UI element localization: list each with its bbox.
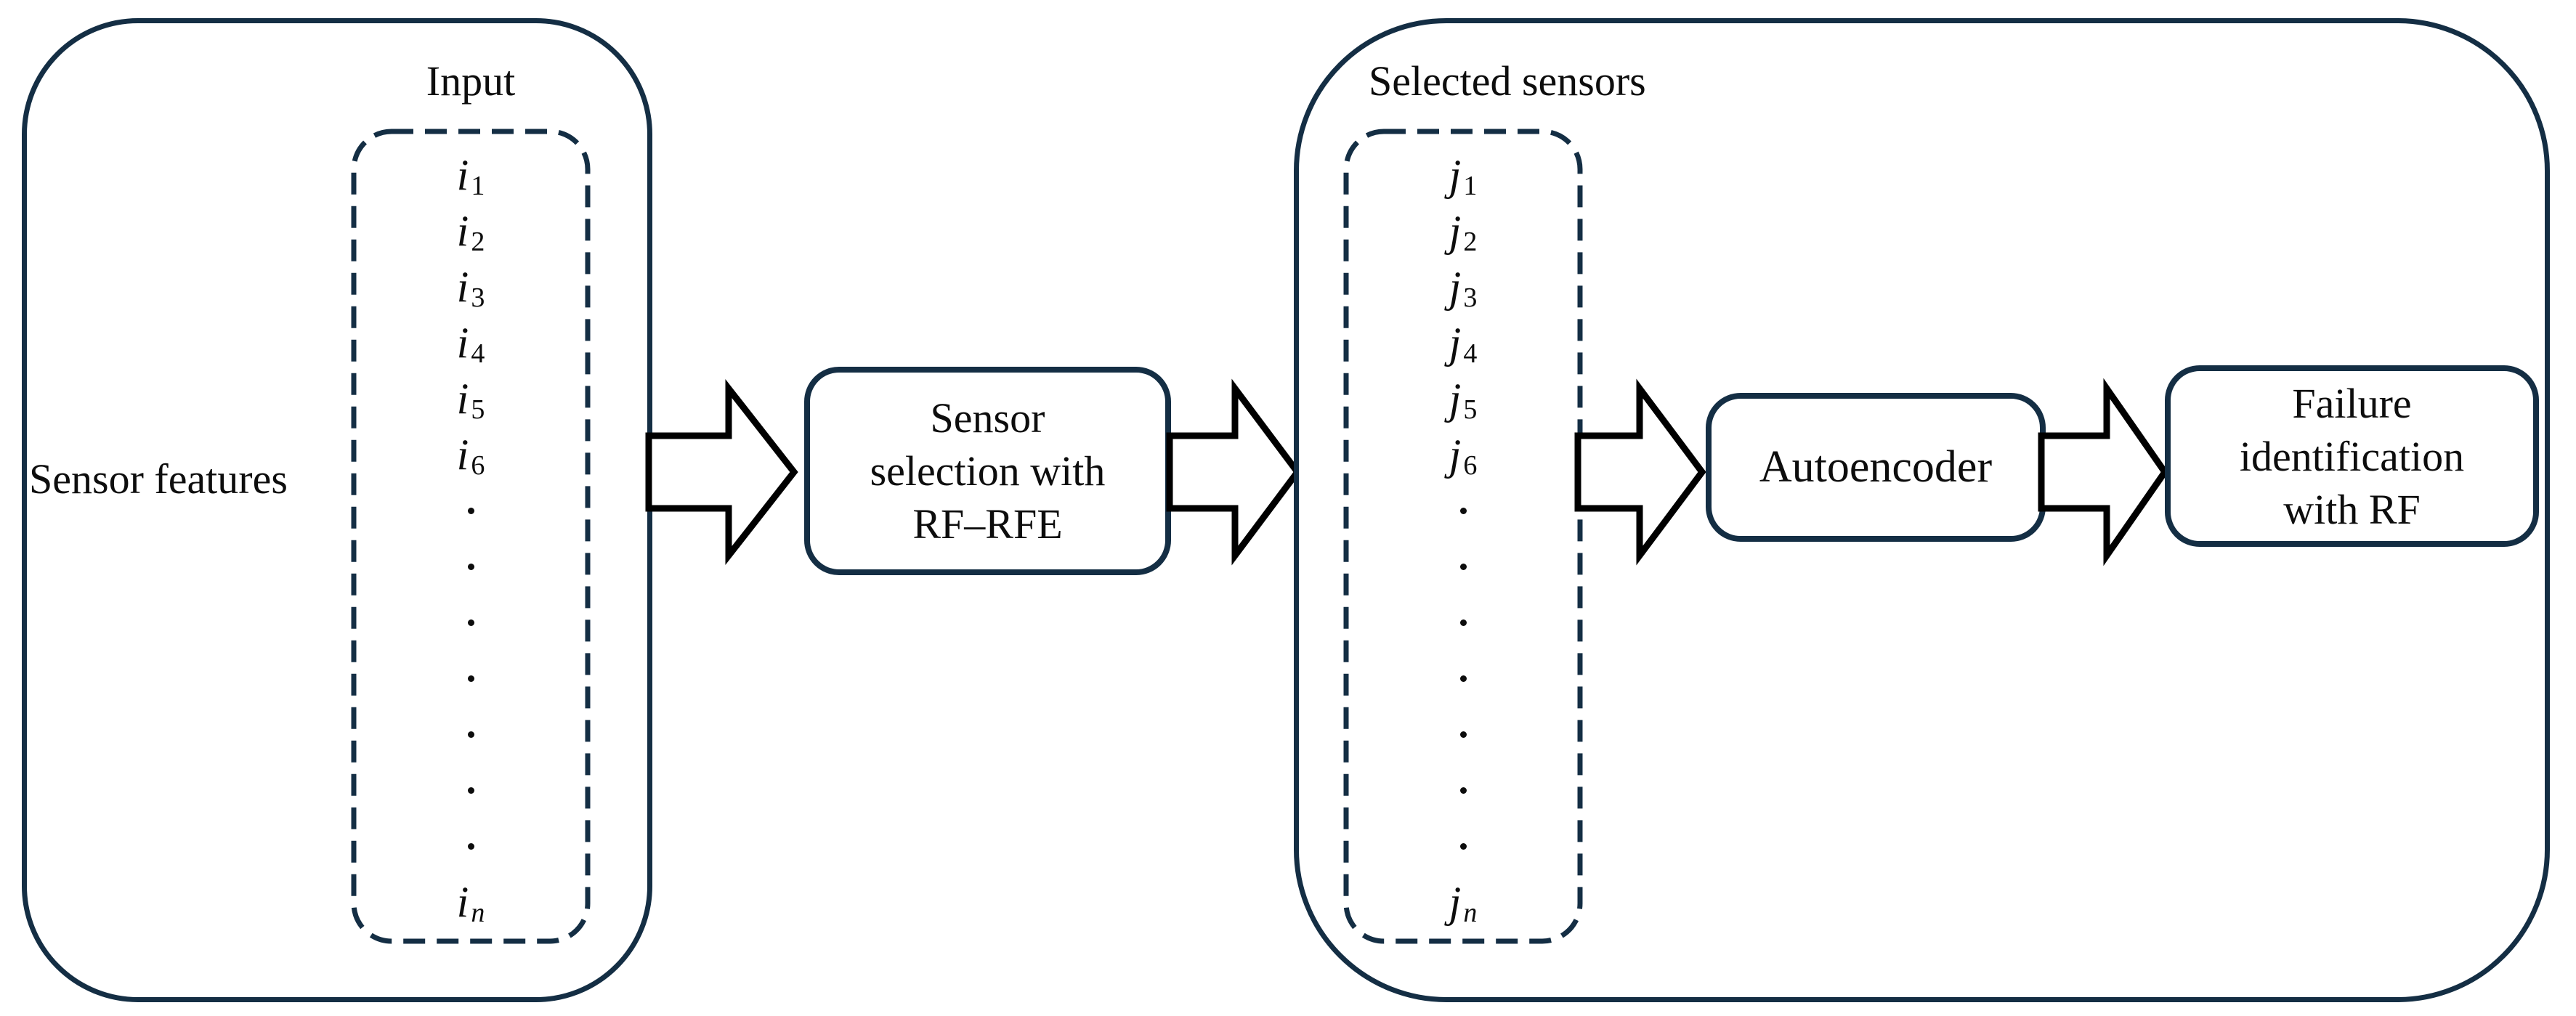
ellipsis-dot-row xyxy=(1343,651,1583,707)
autoencoder-box: Autoencoder xyxy=(1706,393,2046,542)
ellipsis-dot-row xyxy=(1343,763,1583,818)
ellipsis-dot xyxy=(1459,787,1467,794)
failure-identification-box: Failure identification with RF xyxy=(2165,365,2539,547)
input-dashed-border xyxy=(351,129,591,944)
ellipsis-dot-row xyxy=(351,707,591,763)
sensor-item-symbol: j xyxy=(1449,319,1462,367)
ellipsis-dot-row xyxy=(1343,595,1583,651)
selected-sensors-label: Selected sensors xyxy=(1369,57,1646,105)
sensor-item-symbol: i xyxy=(456,207,469,255)
sensor-selection-box: Sensor selection with RF–RFE xyxy=(804,367,1171,575)
ellipsis-dot-row xyxy=(351,763,591,818)
sensor-item-symbol: i xyxy=(456,319,469,367)
ellipsis-dot-row xyxy=(351,539,591,595)
sensor-item-symbol: i xyxy=(456,375,469,423)
ellipsis-dot xyxy=(467,787,474,794)
sensor-item-symbol: i xyxy=(456,151,469,199)
sensor-selection-label-line: RF–RFE xyxy=(912,500,1063,548)
sensor-item-symbol: i xyxy=(456,431,469,479)
failure-label-line: Failure xyxy=(2292,379,2412,427)
sensor-item-symbol: j xyxy=(1449,878,1462,926)
ellipsis-dot xyxy=(1459,675,1467,682)
sensor-selection-label-line: selection with xyxy=(870,447,1106,495)
input-label: Input xyxy=(426,57,516,105)
ellipsis-dot xyxy=(467,731,474,738)
sensor-item-symbol: i xyxy=(456,263,469,311)
ellipsis-dot xyxy=(467,619,474,626)
sensor-features-label: Sensor features xyxy=(29,455,288,503)
ellipsis-dot xyxy=(467,675,474,682)
flow-arrow-2 xyxy=(1166,378,1302,566)
ellipsis-dot xyxy=(1459,564,1467,570)
ellipsis-dot xyxy=(1459,843,1467,850)
ellipsis-dot xyxy=(467,508,474,514)
sensor-features-panel xyxy=(22,18,652,1002)
ellipsis-dot-row xyxy=(1343,818,1583,874)
ellipsis-dot-row xyxy=(351,651,591,707)
failure-label-line: identification xyxy=(2239,432,2465,480)
flow-arrow-3 xyxy=(1574,378,1706,566)
failure-label-line: with RF xyxy=(2283,485,2421,533)
ellipsis-dot-row xyxy=(351,595,591,651)
sensor-item-symbol: j xyxy=(1449,207,1462,255)
ellipsis-dot-row xyxy=(351,818,591,874)
ellipsis-dot-row xyxy=(351,483,591,539)
ellipsis-dot-row xyxy=(1343,539,1583,595)
ellipsis-dot-row xyxy=(1343,707,1583,763)
sensor-item-symbol: i xyxy=(456,878,469,926)
ellipsis-dot xyxy=(1459,619,1467,626)
sensor-item-symbol: j xyxy=(1449,431,1462,479)
ellipsis-dot xyxy=(467,843,474,850)
sensor-item-symbol: j xyxy=(1449,375,1462,423)
ellipsis-dot xyxy=(1459,508,1467,514)
flow-arrow-1 xyxy=(645,378,798,566)
sensor-item-symbol: j xyxy=(1449,151,1462,199)
sensor-item-symbol: j xyxy=(1449,263,1462,311)
autoencoder-label: Autoencoder xyxy=(1759,442,1993,492)
sensor-selection-label-line: Sensor xyxy=(930,394,1045,442)
selected-sensors-dashed-border xyxy=(1343,129,1583,944)
ellipsis-dot-row xyxy=(1343,483,1583,539)
flow-arrow-4 xyxy=(2038,378,2169,566)
ellipsis-dot xyxy=(467,564,474,570)
ellipsis-dot xyxy=(1459,731,1467,738)
